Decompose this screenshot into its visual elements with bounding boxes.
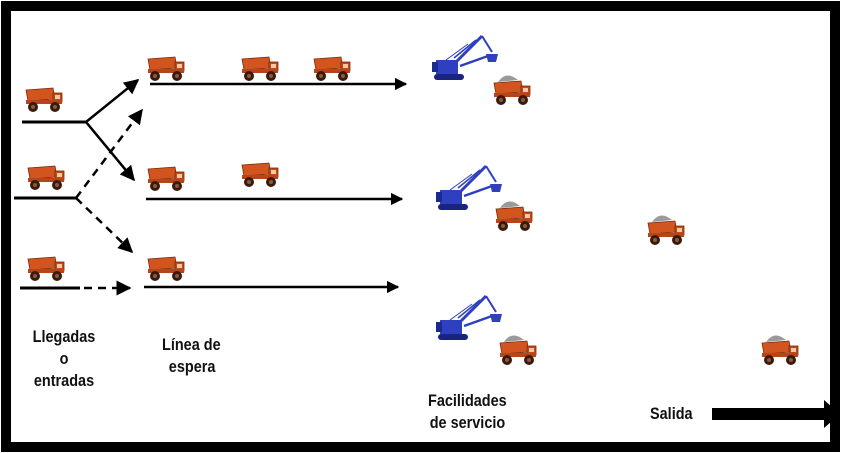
arrivals-label-line-1: Llegadas — [32, 327, 96, 346]
arrivals-label: Llegadas o entradas — [30, 326, 98, 392]
service-label-line-2: de servicio — [429, 413, 506, 432]
loaded-haul-truck-icon — [495, 200, 533, 232]
arrivals-label-line-2: o — [59, 349, 69, 368]
loaded-haul-truck-icon — [761, 334, 799, 366]
queue-label: Línea de espera — [162, 334, 221, 378]
excavator-shovel-icon — [436, 294, 504, 342]
service-label: Facilidades de servicio — [428, 390, 507, 434]
haul-truck-icon — [241, 56, 279, 82]
branch-arrow-2-up — [75, 108, 143, 199]
queue-label-line-2: espera — [168, 357, 216, 376]
haul-truck-icon — [147, 56, 185, 82]
excavator-shovel-icon — [436, 164, 504, 212]
haul-truck-icon — [27, 256, 65, 282]
service-label-line-1: Facilidades — [428, 391, 507, 410]
haul-truck-icon — [313, 56, 351, 82]
loaded-haul-truck-icon — [647, 214, 685, 246]
loaded-haul-truck-icon — [499, 334, 537, 366]
haul-truck-icon — [147, 256, 185, 282]
exit-label-text: Salida — [650, 404, 693, 423]
arrivals-label-line-3: entradas — [33, 371, 95, 390]
excavator-shovel-icon — [432, 34, 500, 82]
exit-arrow — [712, 400, 840, 428]
haul-truck-icon — [241, 162, 279, 188]
branch-arrow-1-up — [85, 79, 140, 123]
loaded-haul-truck-icon — [493, 74, 531, 106]
exit-label: Salida — [650, 403, 693, 425]
branch-arrow-2-down — [75, 197, 134, 254]
haul-truck-icon — [25, 87, 63, 113]
haul-truck-icon — [27, 165, 65, 191]
queue-label-line-1: Línea de — [162, 335, 221, 354]
haul-truck-icon — [147, 166, 185, 192]
